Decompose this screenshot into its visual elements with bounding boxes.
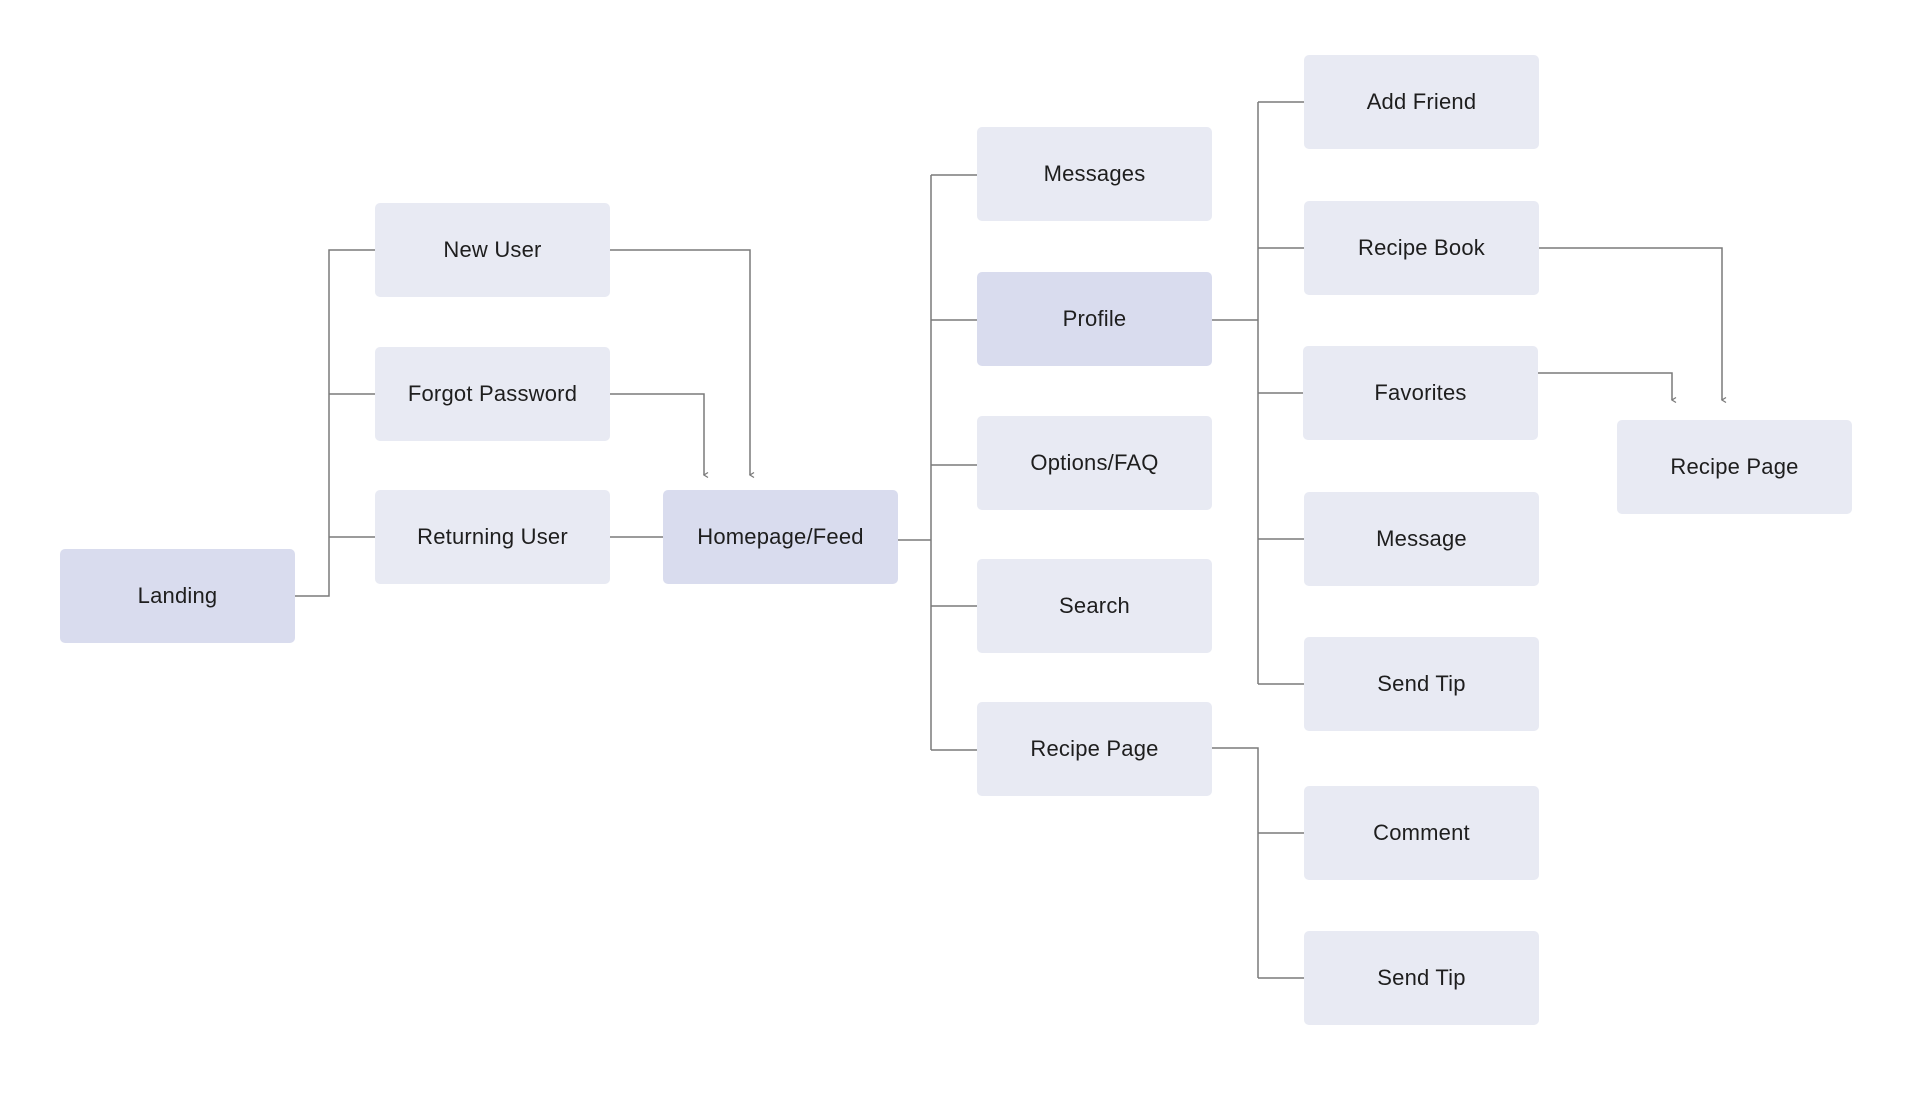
node-label: Favorites — [1374, 380, 1467, 405]
node-label: Profile — [1062, 306, 1127, 331]
arrow-recipe-book-to-recipe-page — [1539, 247, 1722, 400]
node-recipe-book[interactable]: Recipe Book — [1304, 201, 1539, 295]
node-send-tip-profile[interactable]: Send Tip — [1304, 637, 1539, 731]
node-label: Landing — [137, 583, 218, 608]
node-label: Messages — [1043, 161, 1146, 186]
node-add-friend[interactable]: Add Friend — [1304, 55, 1539, 149]
node-new-user[interactable]: New User — [375, 203, 610, 297]
node-forgot-password[interactable]: Forgot Password — [375, 347, 610, 441]
node-message[interactable]: Message — [1304, 492, 1539, 586]
node-comment[interactable]: Comment — [1304, 786, 1539, 880]
node-recipe-page-target[interactable]: Recipe Page — [1617, 420, 1852, 514]
node-favorites[interactable]: Favorites — [1303, 346, 1538, 440]
node-options-faq[interactable]: Options/FAQ — [977, 416, 1212, 510]
connector-landing — [295, 249, 375, 597]
node-label: Forgot Password — [407, 381, 578, 406]
node-label: Options/FAQ — [1030, 450, 1159, 475]
node-label: Comment — [1373, 820, 1470, 845]
node-landing[interactable]: Landing — [60, 549, 295, 643]
node-search[interactable]: Search — [977, 559, 1212, 653]
node-label: Search — [1059, 593, 1130, 618]
node-label: Message — [1376, 526, 1467, 551]
arrow-favorites-to-recipe-page — [1538, 372, 1672, 400]
node-label: Returning User — [417, 524, 568, 549]
arrow-forgot-password-to-homepage — [610, 393, 704, 475]
node-label: Recipe Book — [1358, 235, 1485, 260]
node-label: Recipe Page — [1670, 454, 1799, 479]
node-homepage-feed[interactable]: Homepage/Feed — [663, 490, 898, 584]
node-recipe-page[interactable]: Recipe Page — [977, 702, 1212, 796]
node-profile[interactable]: Profile — [977, 272, 1212, 366]
node-label: Homepage/Feed — [697, 524, 864, 549]
node-label: New User — [443, 237, 542, 262]
node-label: Add Friend — [1366, 89, 1477, 114]
node-label: Send Tip — [1377, 671, 1466, 696]
node-label: Send Tip — [1377, 965, 1466, 990]
connector-recipe-page-out — [1212, 747, 1259, 978]
node-label: Recipe Page — [1030, 736, 1159, 761]
arrow-new-user-to-homepage — [610, 249, 750, 475]
node-send-tip-recipe[interactable]: Send Tip — [1304, 931, 1539, 1025]
node-messages[interactable]: Messages — [977, 127, 1212, 221]
node-returning-user[interactable]: Returning User — [375, 490, 610, 584]
